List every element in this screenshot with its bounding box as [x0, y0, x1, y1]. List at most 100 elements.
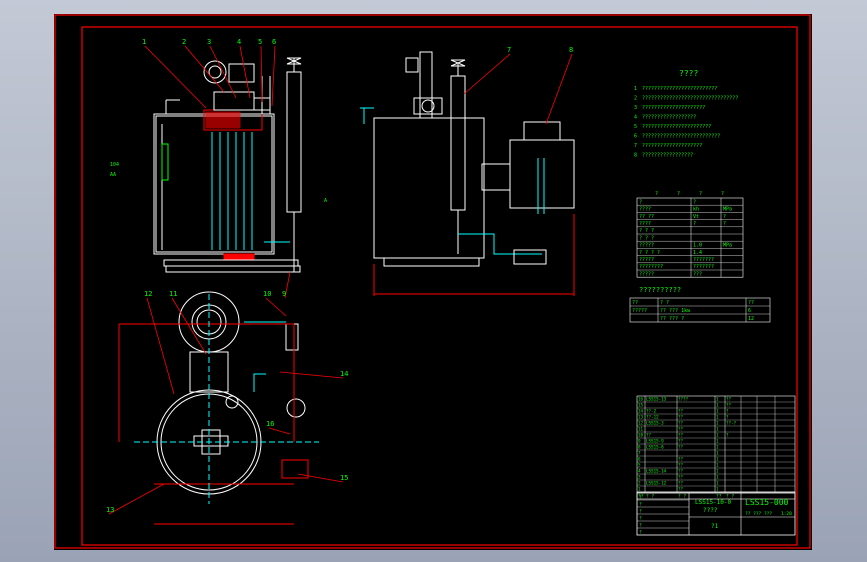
note-number: 4 — [634, 115, 637, 121]
small-cell: ?? — [632, 300, 638, 306]
parts-cell: ?? — [678, 409, 684, 414]
note-text: ?????????????????? — [642, 115, 696, 121]
small-frame — [629, 297, 771, 323]
callout-label: 2 — [182, 38, 186, 46]
parts-cell: ?? — [678, 433, 684, 438]
parts-cell: LSS15-3 — [646, 421, 664, 426]
title-name-sub: ???? — [703, 507, 718, 514]
parts-cell: ?? — [678, 487, 684, 492]
title-left-cell: ? — [639, 509, 642, 515]
parts-cell: ??-? — [726, 421, 737, 426]
callout-label: 8 — [569, 46, 573, 54]
spec-cell: MPa — [723, 243, 732, 249]
parts-cell: ? — [726, 433, 729, 438]
title-scale: 1:20 — [781, 511, 792, 517]
parts-cell: ?? — [678, 421, 684, 426]
spec-header-cell: ? — [721, 191, 724, 197]
spec-cell: ? — [693, 221, 696, 227]
front-view — [153, 57, 302, 273]
note-number: 1 — [634, 86, 637, 92]
spec-frame — [636, 197, 744, 278]
spec-cell: ? — [723, 221, 726, 227]
parts-cell: 1 — [716, 457, 719, 462]
callout-label: 4 — [237, 38, 241, 46]
parts-cell: ?? — [678, 439, 684, 444]
note-number: 8 — [634, 153, 637, 159]
parts-cell: 1 — [716, 421, 719, 426]
spec-cell: ????? — [639, 257, 654, 263]
spec-cell: ? — [639, 199, 642, 205]
spec-cell: ??? — [693, 271, 702, 277]
parts-cell: 16 — [638, 397, 644, 402]
notes-list: 1?????????????????????????2?????????????… — [634, 86, 738, 159]
parts-cell: 1 — [716, 439, 719, 444]
note-number: 2 — [634, 96, 637, 102]
parts-header-cell: ? ? — [678, 494, 686, 500]
parts-cell: 6 — [638, 457, 641, 462]
note-text: ????????????????? — [642, 153, 693, 159]
spec-cell: ???????? — [639, 264, 663, 270]
callout-label: 13 — [106, 506, 114, 514]
note-text: ?????????????????????????? — [642, 134, 720, 140]
small-cell: ????? — [632, 308, 647, 314]
note-text: ????????????????????? — [642, 105, 705, 111]
spec-cell: ????? — [639, 271, 654, 277]
spec-cell: ? ? ? — [639, 235, 654, 241]
outer-border — [54, 14, 811, 549]
parts-cell: 5 — [638, 463, 641, 468]
spec-cell: Vt — [693, 214, 699, 220]
parts-cell: 1 — [716, 481, 719, 486]
spec-header-cell: ? — [677, 191, 680, 197]
callout-leader — [171, 297, 207, 355]
side-view — [360, 51, 575, 296]
parts-cell: ?? — [678, 457, 684, 462]
parts-cell: 2 — [638, 481, 641, 486]
parts-cell: ?? — [726, 397, 732, 402]
callout-leader — [146, 297, 175, 395]
parts-cell: 7 — [638, 451, 641, 456]
parts-cell: 1 — [716, 433, 719, 438]
callout-leader — [108, 483, 165, 515]
parts-cell: LSS15-8 — [646, 445, 664, 450]
spec-cell: 1.0 — [693, 243, 702, 249]
parts-cell: ?? — [678, 445, 684, 450]
callout-leader — [184, 45, 225, 93]
title-sheet: ?1 — [711, 523, 719, 530]
parts-cell: 1 — [716, 427, 719, 432]
parts-cell: 1 — [716, 469, 719, 474]
small-cell: ? ? — [660, 300, 669, 306]
spec-cell: ? ? ? ? — [639, 250, 660, 256]
inner-border — [81, 26, 798, 546]
spec-cell: ???? — [639, 221, 651, 227]
callout-label: 14 — [340, 370, 348, 378]
parts-cell: 1 — [716, 451, 719, 456]
parts-cell: ? — [726, 409, 729, 414]
callout-label: 5 — [258, 38, 262, 46]
note-number: 3 — [634, 105, 637, 111]
parts-cell: LSS15-13 — [646, 397, 667, 402]
parts-cell: 1 — [638, 487, 641, 492]
parts-cell: ?? — [726, 403, 732, 408]
callout-label: 11 — [169, 290, 177, 298]
side-tag: 104 — [110, 162, 119, 168]
parts-cell: 1 — [716, 487, 719, 492]
small-cell: ?? ??? 1kw — [660, 308, 691, 314]
small-cell: 6 — [748, 308, 751, 314]
callout-label: 10 — [263, 290, 271, 298]
small-table-title: ?????????? — [639, 286, 681, 294]
callout-label: 15 — [340, 474, 348, 482]
callout-leader — [463, 53, 511, 95]
title-left-cell: ? — [639, 516, 642, 522]
parts-cell: LSS15-12 — [646, 481, 667, 486]
parts-header-cell: ? ? — [646, 494, 654, 500]
parts-cell: 10 — [638, 433, 644, 438]
callout-label: 9 — [282, 290, 286, 298]
callout-label: 1 — [142, 38, 146, 46]
callout-leader — [239, 45, 251, 99]
side-tag: AA — [110, 172, 116, 178]
parts-cell: ?? — [678, 463, 684, 468]
note-number: 5 — [634, 124, 637, 130]
